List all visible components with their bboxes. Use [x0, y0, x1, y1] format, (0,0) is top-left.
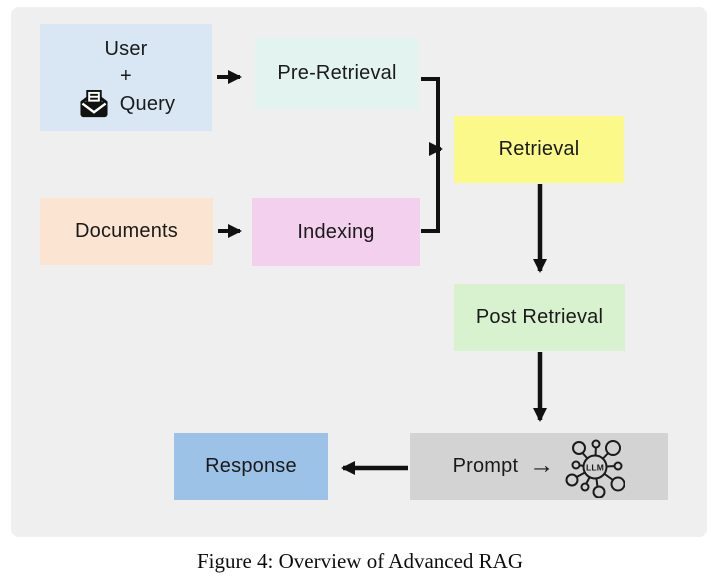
open-envelope-icon — [77, 90, 111, 119]
prompt-label: Prompt — [452, 455, 519, 477]
node-user-query: User + Query — [40, 24, 212, 131]
node-response: Response — [174, 433, 328, 500]
node-documents: Documents — [40, 198, 213, 265]
indexing-label: Indexing — [297, 220, 375, 243]
node-pre-retrieval: Pre-Retrieval — [255, 38, 419, 109]
prompt-arrow-glyph: → — [529, 451, 555, 479]
figure-caption: Figure 4: Overview of Advanced RAG — [196, 549, 523, 573]
node-retrieval: Retrieval — [454, 116, 624, 183]
post-retrieval-label: Post Retrieval — [475, 306, 604, 328]
documents-label: Documents — [75, 220, 178, 242]
user-query-line1: User — [104, 38, 148, 60]
node-prompt: Prompt → — [410, 433, 668, 500]
llm-badge-text: LLM — [586, 462, 604, 472]
user-query-line2: + — [120, 65, 132, 87]
llm-network-icon: LLM — [565, 436, 626, 498]
pre-retrieval-label: Pre-Retrieval — [277, 62, 397, 84]
node-indexing: Indexing — [252, 198, 420, 266]
node-post-retrieval: Post Retrieval — [454, 284, 625, 351]
user-query-line3: Query — [119, 93, 176, 115]
retrieval-label: Retrieval — [498, 138, 580, 160]
response-label: Response — [205, 455, 297, 477]
